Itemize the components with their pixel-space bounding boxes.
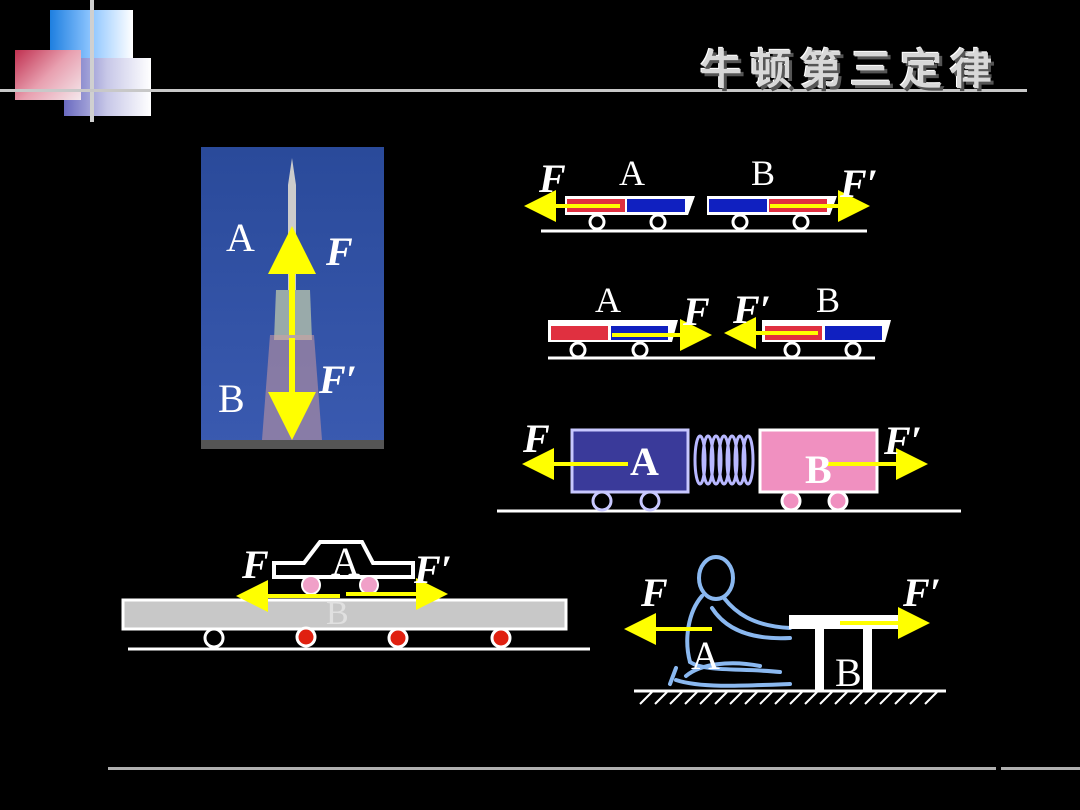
- person-table-panel: [624, 555, 946, 705]
- corner-decoration: [0, 0, 160, 125]
- footer-rule-right: [1001, 767, 1080, 770]
- attract-label-f-prime: F′: [733, 287, 771, 332]
- title-rule: [150, 89, 1027, 92]
- rocket-label-a: A: [226, 215, 255, 260]
- attract-label-f: F: [683, 289, 710, 334]
- carts-attract-panel: [548, 317, 891, 360]
- platform-label-f: F: [242, 542, 269, 587]
- repel-label-a: A: [619, 153, 645, 193]
- spring-label-a: A: [630, 439, 659, 484]
- spring-label-f-prime: F′: [884, 418, 922, 463]
- repel-label-f-prime: F′: [840, 161, 878, 206]
- rocket-label-f: F: [326, 229, 353, 274]
- rocket-label-b: B: [218, 376, 245, 421]
- platform-label-a: A: [331, 539, 360, 584]
- spring-label-b: B: [805, 447, 832, 492]
- spring-carts-panel: [497, 428, 961, 513]
- table-label-f: F: [641, 570, 668, 615]
- platform-label-b: B: [326, 595, 349, 632]
- carts-repel-panel: [524, 190, 870, 233]
- table-label-a: A: [691, 633, 720, 678]
- car-platform-panel: [121, 540, 590, 651]
- footer-rule: [108, 767, 996, 770]
- rocket-label-f-prime: F′: [319, 357, 357, 402]
- spring-label-f: F: [523, 416, 550, 461]
- attract-label-b: B: [816, 280, 841, 320]
- attract-label-a: A: [595, 280, 621, 320]
- table-label-b: B: [835, 650, 862, 695]
- repel-label-f: F: [539, 156, 566, 201]
- repel-label-b: B: [751, 153, 776, 193]
- table-label-f-prime: F′: [903, 570, 941, 615]
- slide-title: 牛顿第三定律: [699, 45, 1000, 94]
- platform-label-f-prime: F′: [414, 547, 452, 592]
- rocket-panel: [201, 147, 384, 449]
